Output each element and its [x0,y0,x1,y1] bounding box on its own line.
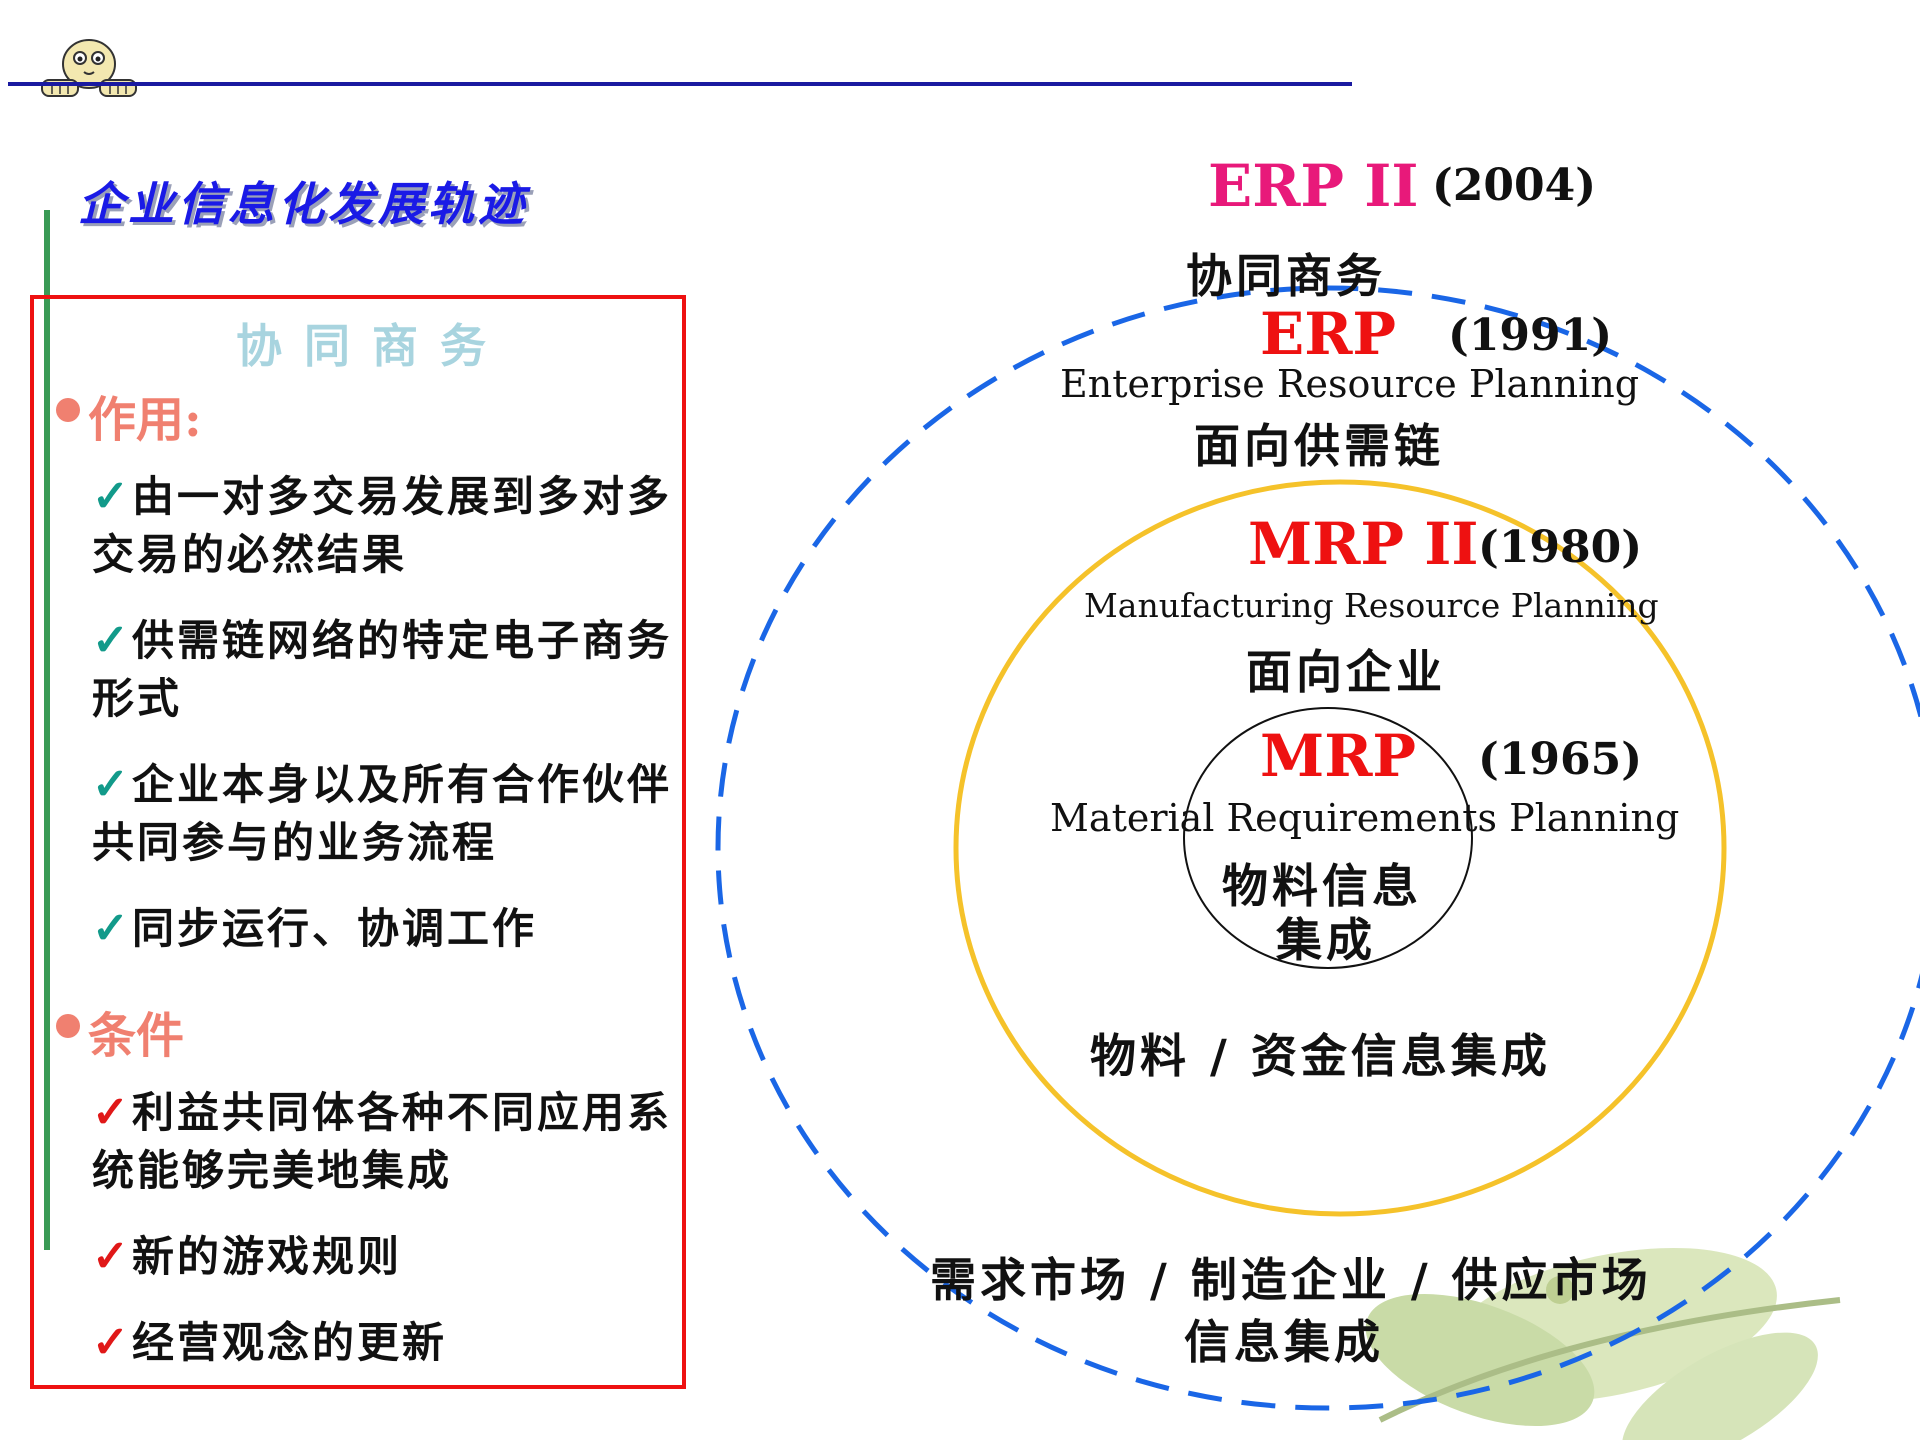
erp2-scope-line1: 需求市场 / 制造企业 / 供应市场 [930,1253,1652,1307]
erp2-name: ERP II [1208,152,1419,220]
erp-circle [715,285,1920,1411]
erp-name: ERP [1260,300,1397,368]
mrp2-name: MRP II [1248,510,1479,578]
erp2-description: 协同商务 [1186,249,1386,303]
bullet-dot [56,398,80,422]
erp-description: 面向供需链 [1194,419,1444,473]
mrp-description-line1: 物料信息 [1222,859,1422,913]
list-item: ✓同步运行、协调工作 [92,900,672,958]
checkmark-icon: ✓ [92,1087,132,1138]
leaf-decoration [1365,1247,1841,1440]
erp2-scope-line2: 信息集成 [1184,1315,1384,1369]
mrp2-fullname: Manufacturing Resource Planning [1084,586,1659,625]
mrp2-description: 面向企业 [1246,645,1446,699]
erp2-year: (2004) [1432,160,1597,211]
list-item: ✓企业本身以及所有合作伙伴共同参与的业务流程 [92,756,672,872]
mrp2-year: (1980) [1478,522,1643,573]
section-label-conditions: 条件 [88,1008,185,1064]
mrp-year: (1965) [1478,734,1643,785]
checkmark-icon: ✓ [92,1317,132,1368]
accent-bar [44,210,50,1250]
checkmark-icon: ✓ [92,759,132,810]
checkmark-icon: ✓ [92,903,132,954]
checkmark-icon: ✓ [92,615,132,666]
mrp2-scope: 物料 / 资金信息集成 [1090,1029,1551,1083]
mrp2-circle [953,479,1727,1217]
mrp-description-line2: 集成 [1276,913,1376,967]
bullet-dot [56,1014,80,1038]
list-item: ✓新的游戏规则 [92,1228,672,1286]
section-label-role: 作用: [88,392,202,448]
list-item: ✓由一对多交易发展到多对多交易的必然结果 [92,468,672,584]
left-info-box [30,295,686,1389]
slide-title: 企业信息化发展轨迹 [78,177,528,231]
box-heading: 协同商务 [236,319,508,373]
checkmark-icon: ✓ [92,471,132,522]
list-item: ✓利益共同体各种不同应用系统能够完美地集成 [92,1084,672,1200]
checkmark-icon: ✓ [92,1231,132,1282]
list-item: ✓供需链网络的特定电子商务形式 [92,612,672,728]
erp-year: (1991) [1448,310,1613,361]
mrp-circle [1183,707,1473,969]
erp-fullname: Enterprise Resource Planning [1060,362,1640,406]
mrp-fullname: Material Requirements Planning [1050,796,1680,840]
list-item: ✓经营观念的更新 [92,1314,672,1372]
header-divider [8,82,1352,86]
mrp-name: MRP [1260,722,1417,790]
